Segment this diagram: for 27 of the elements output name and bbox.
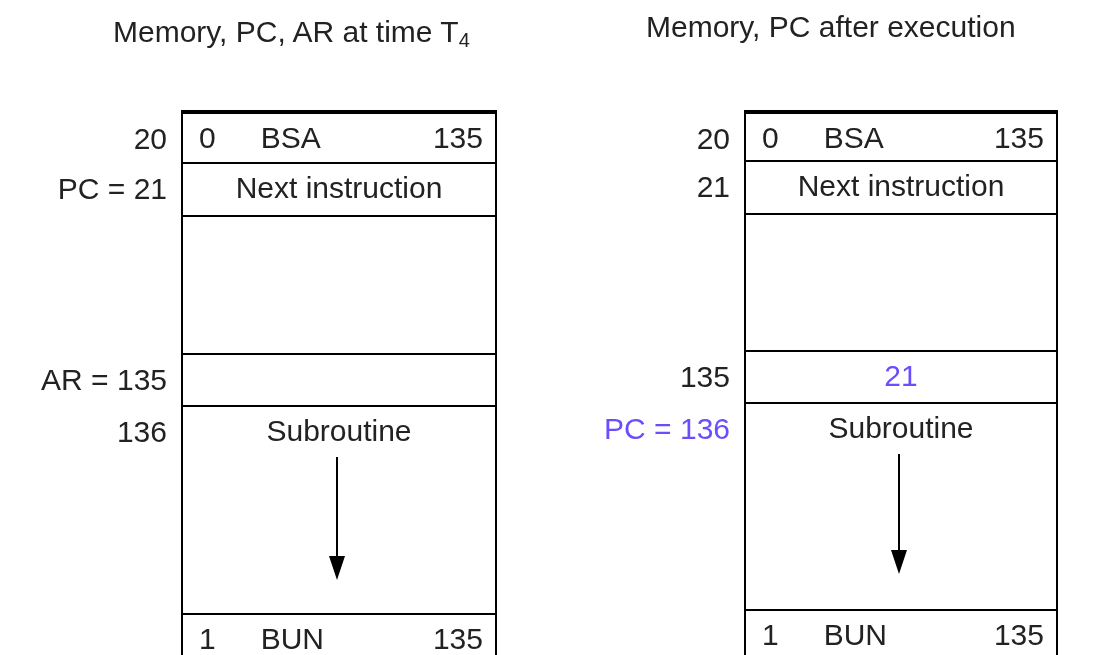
word-content: 21 xyxy=(884,361,918,391)
address-label: 20 xyxy=(696,124,730,154)
opcode: BUN xyxy=(260,624,325,654)
opcode-bit: 0 xyxy=(199,123,216,153)
address: 135 xyxy=(993,620,1044,650)
address-label: 135 xyxy=(679,362,730,392)
address-label: PC = 136 xyxy=(604,414,730,444)
address: 135 xyxy=(432,624,483,654)
panel-title: Memory, PC after execution xyxy=(646,12,1016,42)
opcode: BSA xyxy=(260,123,321,153)
opcode: BSA xyxy=(823,123,884,153)
opcode-bit: 0 xyxy=(762,123,779,153)
word-content: Next instruction xyxy=(235,173,443,203)
panel-title: Memory, PC, AR at time T$_{4}$ xyxy=(113,17,470,47)
word-content: Subroutine xyxy=(828,413,974,443)
opcode: BUN xyxy=(823,620,888,650)
address: 135 xyxy=(432,123,483,153)
opcode-bit: 1 xyxy=(199,624,216,654)
word-content: Subroutine xyxy=(266,416,412,446)
address-label: 21 xyxy=(696,172,730,202)
address-label: 20 xyxy=(133,124,167,154)
address: 135 xyxy=(993,123,1044,153)
address-label: 136 xyxy=(116,417,167,447)
address-label: AR = 135 xyxy=(41,365,167,395)
address-label: PC = 21 xyxy=(57,174,167,204)
word-content: Next instruction xyxy=(797,171,1005,201)
opcode-bit: 1 xyxy=(762,620,779,650)
